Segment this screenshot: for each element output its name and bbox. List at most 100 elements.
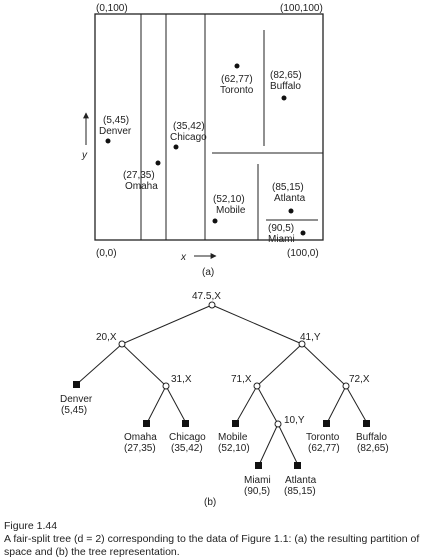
partition-sublabel: (a) <box>202 267 214 278</box>
leaf-chicago <box>182 420 189 427</box>
figure-caption-title: Figure 1.44 <box>4 520 58 532</box>
node-root <box>208 301 216 309</box>
leaf-coords-chicago: (35,42) <box>171 443 203 454</box>
edge-72x-toronto <box>326 385 347 424</box>
node-31x <box>162 382 170 390</box>
y-axis-label: y <box>81 150 88 161</box>
corner-label-bottom-left: (0,0) <box>96 248 117 259</box>
city-atlanta: (85,15) Atlanta <box>272 182 306 214</box>
city-point-buffalo <box>281 95 287 101</box>
node-10y <box>274 420 282 428</box>
city-name-mobile: Mobile <box>216 205 246 216</box>
leaf-coords-omaha: (27,35) <box>124 443 156 454</box>
city-chicago: (35,42) Chicago <box>170 121 207 150</box>
city-point-mobile <box>212 218 218 224</box>
edge-10y-miami <box>258 423 279 466</box>
city-miami: (90,5) Miami <box>268 223 306 245</box>
leaf-coords-toronto: (62,77) <box>308 443 340 454</box>
city-name-chicago: Chicago <box>170 132 207 143</box>
leaf-name-mobile: Mobile <box>218 432 248 443</box>
edge-root-right <box>211 304 303 345</box>
node-label-20x: 20,X <box>96 332 117 343</box>
leaf-mobile <box>232 420 239 427</box>
leaf-coords-buffalo: (82,65) <box>357 443 389 454</box>
tree-sublabel: (b) <box>204 497 216 508</box>
city-name-atlanta: Atlanta <box>274 193 306 204</box>
city-name-miami: Miami <box>268 234 295 245</box>
node-label-31x: 31,X <box>171 374 192 385</box>
tree-representation: 47.5,X 20,X 41,Y 31,X 71,X 72,X 10,Y Den… <box>60 291 389 508</box>
node-label-71x: 71,X <box>231 374 252 385</box>
leaf-name-miami: Miami <box>244 475 271 486</box>
partition-boundary <box>94 13 324 241</box>
node-72x <box>342 382 350 390</box>
node-label-72x: 72,X <box>349 374 370 385</box>
leaf-toronto <box>323 420 330 427</box>
leaf-coords-miami: (90,5) <box>244 486 270 497</box>
edge-left-31x <box>121 343 167 387</box>
edge-71x-mobile <box>235 385 258 424</box>
node-label-root: 47.5,X <box>192 291 221 302</box>
edge-root-left <box>121 304 213 345</box>
city-mobile: (52,10) Mobile <box>212 194 246 224</box>
city-coords-atlanta: (85,15) <box>272 182 304 193</box>
city-name-toronto: Toronto <box>220 85 254 96</box>
node-20x <box>118 340 126 348</box>
city-point-toronto <box>234 63 240 69</box>
tree-internal-nodes <box>118 301 350 428</box>
leaf-coords-mobile: (52,10) <box>218 443 250 454</box>
city-denver: (5,45) Denver <box>99 115 132 144</box>
edge-31x-omaha <box>146 385 167 424</box>
city-name-buffalo: Buffalo <box>270 81 301 92</box>
city-point-omaha <box>155 160 161 166</box>
tree-edges <box>76 304 368 466</box>
node-label-41y: 41,Y <box>300 332 321 343</box>
leaf-name-chicago: Chicago <box>169 432 206 443</box>
leaf-name-toronto: Toronto <box>306 432 340 443</box>
city-buffalo: (82,65) Buffalo <box>270 70 302 101</box>
leaf-name-atlanta: Atlanta <box>285 475 317 486</box>
city-coords-toronto: (62,77) <box>221 74 253 85</box>
leaf-coords-denver: (5,45) <box>61 405 87 416</box>
node-label-10y: 10,Y <box>284 415 305 426</box>
city-coords-miami: (90,5) <box>268 223 294 234</box>
x-axis-label: x <box>180 252 187 263</box>
city-coords-denver: (5,45) <box>103 115 129 126</box>
city-toronto: (62,77) Toronto <box>220 63 254 96</box>
leaf-atlanta <box>294 462 301 469</box>
corner-label-top-right: (100,100) <box>280 3 323 14</box>
edge-right-72x <box>301 343 347 387</box>
leaf-name-omaha: Omaha <box>124 432 157 443</box>
city-omaha: (27,35) Omaha <box>123 160 161 192</box>
city-point-miami <box>300 230 306 236</box>
edge-left-denver <box>76 343 123 385</box>
leaf-miami <box>255 462 262 469</box>
edge-right-71x <box>256 343 303 387</box>
city-name-denver: Denver <box>99 126 132 137</box>
city-coords-chicago: (35,42) <box>173 121 205 132</box>
corner-label-bottom-right: (100,0) <box>287 248 319 259</box>
city-coords-buffalo: (82,65) <box>270 70 302 81</box>
leaf-name-denver: Denver <box>60 394 93 405</box>
city-name-omaha: Omaha <box>125 181 158 192</box>
tree-leaves <box>73 381 370 469</box>
corner-label-top-left: (0,100) <box>96 3 128 14</box>
leaf-name-buffalo: Buffalo <box>356 432 387 443</box>
edge-72x-buffalo <box>345 385 368 424</box>
figure-caption-text: A fair-split tree (d = 2) corresponding … <box>4 533 420 558</box>
space-partition: (0,100) (100,100) (0,0) (100,0) x y (a) … <box>81 3 324 278</box>
leaf-buffalo <box>363 420 370 427</box>
leaf-omaha <box>143 420 150 427</box>
city-point-atlanta <box>288 208 294 214</box>
edge-71x-10y <box>256 385 279 425</box>
leaf-coords-atlanta: (85,15) <box>284 486 316 497</box>
city-point-chicago <box>173 144 179 150</box>
leaf-denver <box>73 381 80 388</box>
city-coords-omaha: (27,35) <box>123 170 155 181</box>
edge-10y-atlanta <box>277 423 299 466</box>
node-41y <box>298 340 306 348</box>
node-71x <box>253 382 261 390</box>
city-coords-mobile: (52,10) <box>213 194 245 205</box>
edge-31x-chicago <box>165 385 187 424</box>
